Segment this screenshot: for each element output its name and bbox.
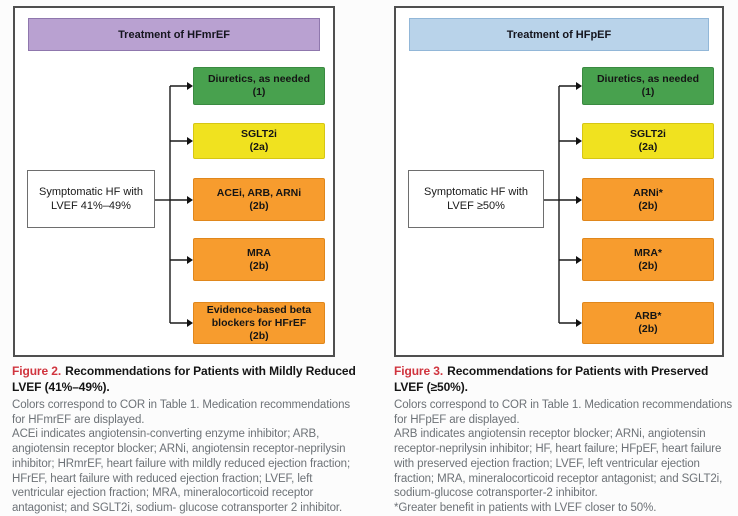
figure2-caption-body: Colors correspond to COR in Table 1. Med…: [12, 399, 351, 426]
figure2-treatment-box-acei-arb-arni: ACEi, ARB, ARNi (2b): [193, 178, 325, 221]
figure2-header-label: Treatment of HFmrEF: [118, 28, 230, 41]
treatment-cor: (2b): [249, 199, 269, 212]
arrowhead: [187, 137, 193, 145]
figure2-treatment-box-beta-blockers: Evidence-based beta blockers for HFrEF (…: [193, 302, 325, 344]
figure2-caption-label: Figure 2.: [12, 364, 62, 378]
treatment-label: MRA: [247, 246, 271, 259]
arrowhead: [576, 319, 582, 327]
arrowhead: [187, 319, 193, 327]
figure3-treatment-box-arni: ARNi* (2b): [582, 178, 714, 221]
arrowhead: [187, 82, 193, 90]
figure2-flowchart: Treatment of HFmrEF Symptomatic HF with …: [13, 6, 335, 357]
treatment-cor: (2b): [638, 259, 658, 272]
arrowhead: [576, 256, 582, 264]
figure3-caption-abbreviations: ARB indicates angiotensin receptor block…: [394, 428, 723, 500]
figures-row: Treatment of HFmrEF Symptomatic HF with …: [13, 6, 724, 357]
arrowhead: [576, 137, 582, 145]
figure2-header-bar: Treatment of HFmrEF: [28, 18, 320, 51]
captions-row: Figure 2.Recommendations for Patients wi…: [0, 363, 738, 516]
figure3-header-label: Treatment of HFpEF: [506, 28, 612, 41]
figure2-treatment-box-mra: MRA (2b): [193, 238, 325, 281]
arrowhead: [187, 256, 193, 264]
treatment-label: Diuretics, as needed: [207, 73, 311, 85]
arrowhead: [576, 196, 582, 204]
figure2-source-label: Symptomatic HF with LVEF 41%–49%: [39, 186, 143, 212]
figure3-caption-body: Colors correspond to COR in Table 1. Med…: [394, 399, 733, 426]
figure3-flowchart: Treatment of HFpEF Symptomatic HF with L…: [394, 6, 724, 357]
figure3-caption-footnote: *Greater benefit in patients with LVEF c…: [394, 501, 657, 514]
treatment-cor: (2b): [638, 323, 658, 335]
figure3-header-bar: Treatment of HFpEF: [409, 18, 709, 51]
figure3-treatment-box-sglt2i: SGLT2i (2a): [582, 123, 714, 159]
figure3-caption: Figure 3.Recommendations for Patients wi…: [394, 363, 738, 516]
treatment-label: ACEi, ARB, ARNi: [216, 186, 302, 199]
figure2-source-box: Symptomatic HF with LVEF 41%–49%: [27, 170, 155, 228]
figure3-source-box: Symptomatic HF with LVEF ≥50%: [408, 170, 544, 228]
treatment-cor: (1): [252, 86, 266, 98]
treatment-label: ARNi*: [633, 186, 663, 199]
figure2-caption-title: Recommendations for Patients with Mildly…: [12, 364, 356, 394]
treatment-cor: (2a): [249, 141, 269, 153]
figure2-caption-abbreviations: ACEi indicates angiotensin-converting en…: [12, 428, 351, 514]
treatment-cor: (2b): [249, 259, 269, 272]
treatment-label: SGLT2i: [241, 128, 277, 140]
figure2-treatment-box-diuretics: Diuretics, as needed (1): [193, 67, 325, 105]
figure3-treatment-box-diuretics: Diuretics, as needed (1): [582, 67, 714, 105]
figure3-caption-label: Figure 3.: [394, 364, 444, 378]
figure2-connector-arrows: [155, 82, 193, 327]
figure3-caption-heading: Figure 3.Recommendations for Patients wi…: [394, 363, 738, 395]
figure3-treatment-box-arb: ARB* (2b): [582, 302, 714, 344]
figure2-caption: Figure 2.Recommendations for Patients wi…: [12, 363, 364, 516]
figure2-caption-heading: Figure 2.Recommendations for Patients wi…: [12, 363, 364, 395]
figure3-caption-title: Recommendations for Patients with Preser…: [394, 364, 709, 394]
treatment-cor: (2b): [249, 329, 269, 342]
treatment-label: Diuretics, as needed: [596, 73, 700, 85]
figure3-source-label: Symptomatic HF with LVEF ≥50%: [424, 186, 528, 212]
treatment-cor: (2b): [638, 199, 658, 212]
figure2-treatment-box-sglt2i: SGLT2i (2a): [193, 123, 325, 159]
treatment-cor: (2a): [638, 141, 658, 153]
treatment-label: ARB*: [634, 310, 662, 322]
treatment-label: Evidence-based beta blockers for HFrEF: [206, 303, 312, 329]
treatment-label: SGLT2i: [630, 128, 666, 140]
figure3-treatment-box-mra: MRA* (2b): [582, 238, 714, 281]
arrowhead: [576, 82, 582, 90]
figure3-connector-arrows: [544, 82, 582, 327]
treatment-label: MRA*: [634, 246, 662, 259]
treatment-cor: (1): [641, 86, 655, 98]
arrowhead: [187, 196, 193, 204]
